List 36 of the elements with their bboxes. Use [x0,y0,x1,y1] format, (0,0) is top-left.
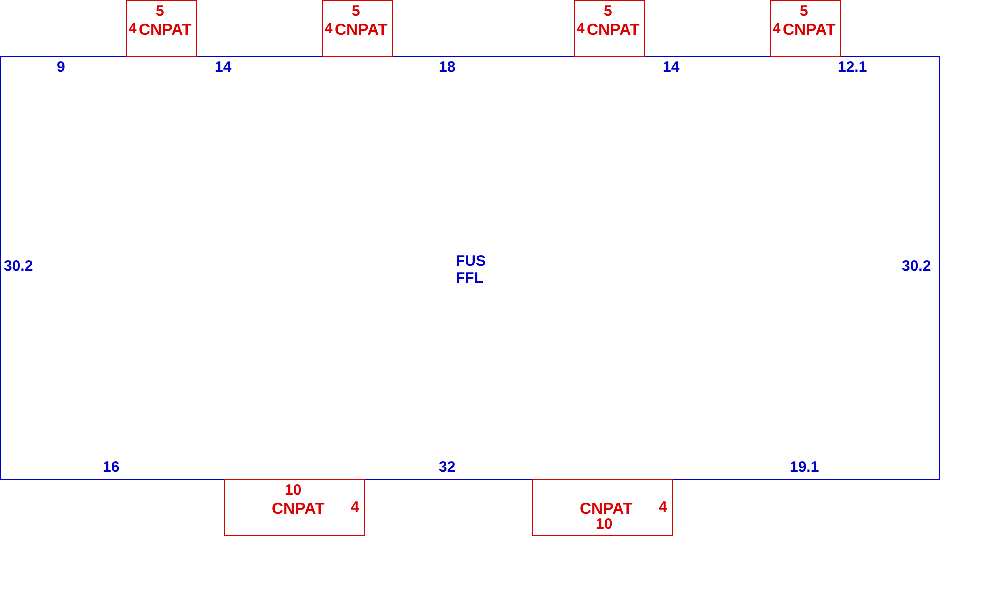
dimension-label: 14 [663,60,680,75]
alcove-outline [126,0,197,57]
alcove-label: CNPAT [783,23,836,39]
dimension-label: 19.1 [790,460,820,475]
dimension-label: 10 [285,483,302,498]
alcove-outline [770,0,841,57]
dimension-label: 5 [156,4,164,19]
dimension-label: 4 [351,500,360,515]
dimension-label: 4 [659,500,668,515]
dimension-label: 5 [352,4,360,19]
alcove-label: CNPAT [139,23,192,39]
alcove-outline [224,479,365,536]
dimension-label: 4 [129,21,137,35]
dimension-label: 4 [773,21,781,35]
dimension-label: 4 [325,21,333,35]
alcove-label: CNPAT [335,23,388,39]
dimension-label: 12.1 [838,60,868,75]
dimension-label: 14 [215,60,232,75]
alcove-outline [322,0,393,57]
room-label: FUS FFL [456,253,487,287]
dimension-label: 30.2 [902,259,932,274]
dimension-label: 18 [439,60,456,75]
dimension-label: 32 [439,460,456,475]
alcove-outline [532,479,673,536]
dimension-label: 16 [103,460,120,475]
alcove-label: CNPAT [587,23,640,39]
dimension-label: 5 [604,4,612,19]
dimension-label: 10 [596,517,613,532]
dimension-label: 4 [577,21,585,35]
dimension-label: 5 [800,4,808,19]
alcove-label: CNPAT [580,502,633,518]
dimension-label: 9 [57,60,66,75]
alcove-outline [574,0,645,57]
alcove-label: CNPAT [272,502,325,518]
room-outline [0,56,940,480]
dimension-label: 30.2 [4,259,34,274]
